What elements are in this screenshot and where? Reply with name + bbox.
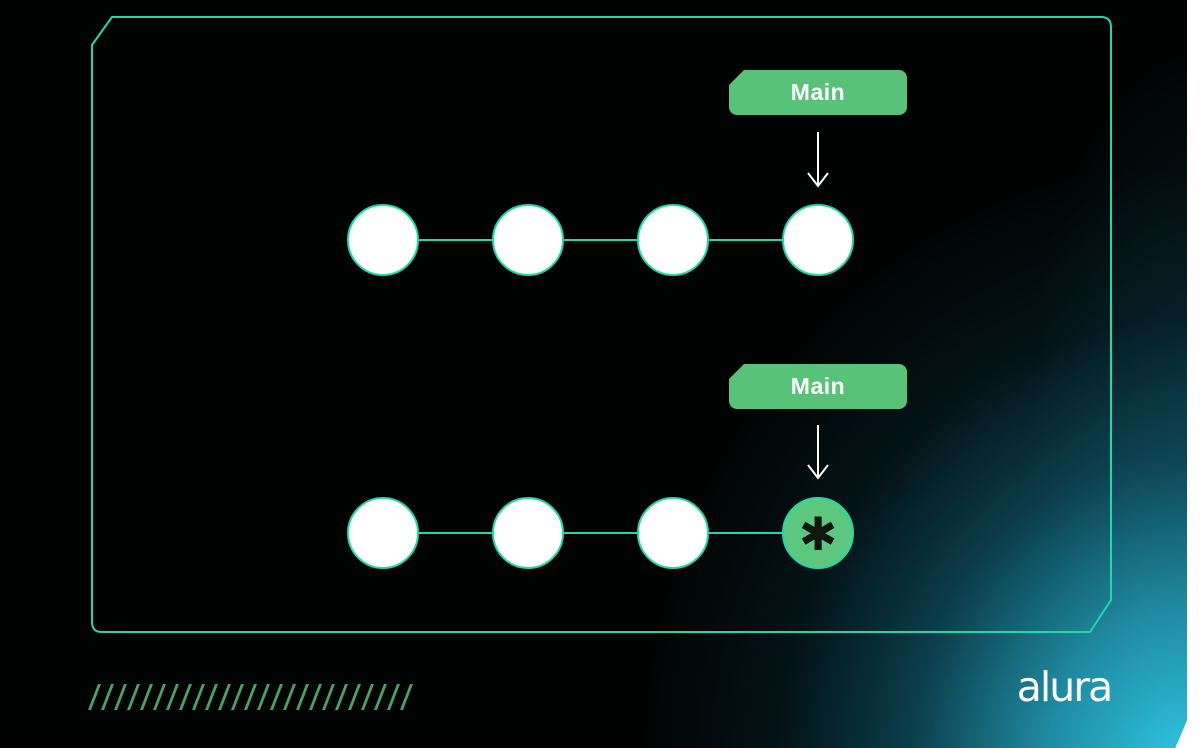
hatch-line [361, 684, 374, 710]
hatch-line [166, 684, 179, 710]
hatch-line [309, 684, 322, 710]
commit-connector [383, 239, 818, 241]
main-branch-label: Main [790, 373, 846, 399]
hatch-line [374, 684, 387, 710]
hatch-decoration [88, 684, 413, 710]
commit-node [347, 204, 419, 276]
commit-node [347, 497, 419, 569]
hatch-line [218, 684, 231, 710]
main-branch-badge-top: Main [729, 70, 907, 115]
head-commit-node [782, 204, 854, 276]
commit-node [492, 497, 564, 569]
hatch-line [153, 684, 166, 710]
hatch-line [257, 684, 270, 710]
commit-node [637, 204, 709, 276]
asterisk-icon: ✱ [798, 507, 838, 561]
arrow-down-icon [807, 132, 829, 188]
hatch-line [283, 684, 296, 710]
hatch-line [127, 684, 140, 710]
head-commit-node-highlighted: ✱ [782, 497, 854, 569]
commit-node [637, 497, 709, 569]
hatch-line [296, 684, 309, 710]
commit-node [492, 204, 564, 276]
hatch-line [387, 684, 400, 710]
hatch-line [101, 684, 114, 710]
hatch-line [140, 684, 153, 710]
hatch-line [205, 684, 218, 710]
main-branch-badge-bottom: Main [729, 364, 907, 409]
alura-logo: alura [1016, 663, 1113, 711]
hatch-line [179, 684, 192, 710]
hatch-line [231, 684, 244, 710]
hatch-line [348, 684, 361, 710]
main-branch-label: Main [790, 79, 846, 105]
hatch-line [192, 684, 205, 710]
commit-connector [383, 532, 818, 534]
hatch-line [322, 684, 335, 710]
hatch-line [335, 684, 348, 710]
hatch-line [244, 684, 257, 710]
hatch-line [270, 684, 283, 710]
arrow-down-icon [807, 425, 829, 480]
hatch-line [114, 684, 127, 710]
